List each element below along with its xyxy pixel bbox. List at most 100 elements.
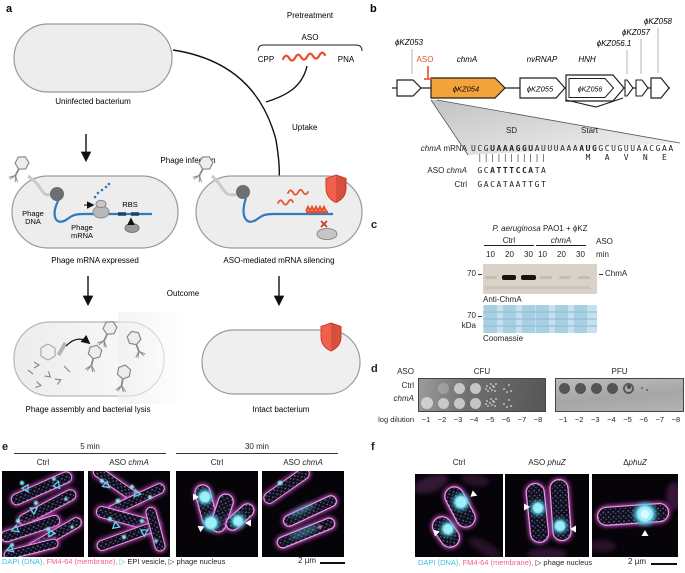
orf-phiKZ057 <box>635 79 649 97</box>
orf-phiKZ055 <box>519 77 566 99</box>
time-label: 30 <box>576 250 585 259</box>
cfu-plate <box>418 378 546 412</box>
pink-focus <box>318 525 322 529</box>
colony-spot <box>622 382 634 394</box>
cfu-title: CFU <box>473 367 491 376</box>
colony-spot <box>492 400 496 404</box>
kda-label: kDa <box>461 321 476 330</box>
col-aso-chma-5: ASO chmA <box>109 458 149 467</box>
panel-e-legend: DAPI (DNA), FM4-64 (membrane), ▷ EPI ves… <box>2 557 226 566</box>
diffuse-dna <box>277 480 322 540</box>
tail-debris <box>56 341 68 357</box>
uptake-arrow <box>172 49 285 193</box>
orf-phiKZ056 <box>568 78 615 98</box>
phage-nucleus-arrowheads <box>433 490 478 537</box>
min-label: min <box>596 250 609 259</box>
colony-spot <box>510 390 512 392</box>
shield-icon-shade <box>331 323 341 351</box>
colony-spot <box>506 406 508 408</box>
colony-spot <box>646 389 648 391</box>
orf-phiKZ053 <box>396 79 422 97</box>
micrograph-f-aso-phuz <box>505 474 589 557</box>
gene-label-nvRNAP: nvRNAP <box>527 55 558 64</box>
mrna-sequence: UCGUAAAGGUAUUUAAAAUGGCUGUUAACGAA <box>471 144 675 153</box>
colony-spot <box>508 399 510 401</box>
band-tick <box>599 274 603 275</box>
orf-phiKZ058 <box>650 77 670 99</box>
lysis-caption: Phage assembly and bacterial lysis <box>26 405 151 414</box>
colony-spot <box>494 397 498 401</box>
fm464-legend: FM4-64 (membrane), <box>46 557 120 566</box>
pfu-plate <box>555 378 684 412</box>
mw-marker-70: 70 <box>467 269 476 278</box>
shield-icon-shade <box>336 175 346 203</box>
micrograph-ctrl-30min <box>176 471 258 557</box>
bacteria-cells <box>2 471 83 557</box>
colony-spot <box>558 382 570 394</box>
epi-vesicle-arrowheads <box>5 480 61 553</box>
group-ctrl: Ctrl <box>484 236 534 246</box>
gene-label-phiKZ057: ϕKZ057 <box>622 28 651 37</box>
dilution-label: −8 <box>671 415 681 424</box>
micrograph-aso-chma-30min <box>262 471 344 557</box>
micrograph-f-delta-phuz <box>592 474 678 557</box>
scale-bar-e <box>320 562 345 564</box>
gene-label-aso: ASO <box>417 55 434 64</box>
nascent-chain-dots <box>93 182 111 199</box>
panel-a: a Uninfected bacterium Pretreatment ASO … <box>6 3 363 414</box>
sd-label: SD <box>505 126 518 135</box>
dna-terminal-blob <box>50 187 64 201</box>
dilution-label: −1 <box>558 415 568 424</box>
lysis-fade <box>118 312 182 404</box>
colony-spot <box>437 382 449 394</box>
panel-b: b ϕKZ053 ASO chmA <box>370 0 685 220</box>
pna-label: PNA <box>338 55 355 64</box>
colony-spot <box>508 384 510 386</box>
orf-label-phiKZ055: ϕKZ055 <box>527 85 554 94</box>
panel-b-label: b <box>370 3 377 15</box>
colony-spot <box>492 385 496 389</box>
dilution-label: −7 <box>517 415 527 424</box>
aso-label: ASO <box>302 33 319 42</box>
colony-spot <box>503 403 505 405</box>
background-cell <box>415 474 449 494</box>
faint-band <box>578 276 590 279</box>
mw-tick <box>478 316 482 317</box>
epi-arrow-icon: ▷ <box>119 557 126 566</box>
micrograph-f-ctrl <box>415 474 503 557</box>
micrograph-ctrl-5min <box>2 471 84 557</box>
coomassie-label: Coomassie <box>483 334 524 343</box>
col-ctrl-f: Ctrl <box>452 458 466 467</box>
col-ctrl-30: Ctrl <box>210 458 224 467</box>
capsid-debris <box>40 343 56 361</box>
dapi-legend: DAPI (DNA), <box>2 557 47 566</box>
intron-splice-line <box>565 97 624 108</box>
uninfected-bacterium-label: Uninfected bacterium <box>55 97 131 106</box>
panel-a-label: a <box>6 3 13 15</box>
phage-dna-label: DNA <box>25 217 41 226</box>
epi-vesicles <box>99 478 158 543</box>
time-30min-header: 30 min <box>176 442 338 454</box>
intact-caption: Intact bacterium <box>253 405 310 414</box>
colony-spot <box>469 397 481 409</box>
dilution-label: −3 <box>591 415 600 424</box>
orf-phiKZ054 <box>430 77 506 99</box>
gel-band-row <box>483 325 597 327</box>
start-codon: AUG <box>579 144 599 153</box>
aso-row-header: ASO <box>397 367 414 376</box>
left-cell-caption: Phage mRNA expressed <box>51 256 139 265</box>
assembly-arrow <box>65 334 91 347</box>
label-ticks <box>411 28 659 74</box>
anti-chma-label: Anti-ChmA <box>483 295 522 304</box>
ribosome-blocked-icon <box>316 228 338 240</box>
time-5min-header: 5 min <box>14 442 166 454</box>
blot-title: P. aeruginosa PAO1 + ϕKZ <box>492 224 588 233</box>
protein-blob <box>124 223 140 233</box>
phage-dna-strand <box>210 174 239 197</box>
start-label: Start <box>581 126 598 135</box>
aso-join-curve <box>265 65 308 103</box>
phage-mrna-strand <box>53 198 152 223</box>
colony-spot <box>574 382 586 394</box>
pfu-dilution-row: −1−2−3−4−5−6−7−8 <box>555 415 684 424</box>
colony-spot <box>486 404 490 408</box>
